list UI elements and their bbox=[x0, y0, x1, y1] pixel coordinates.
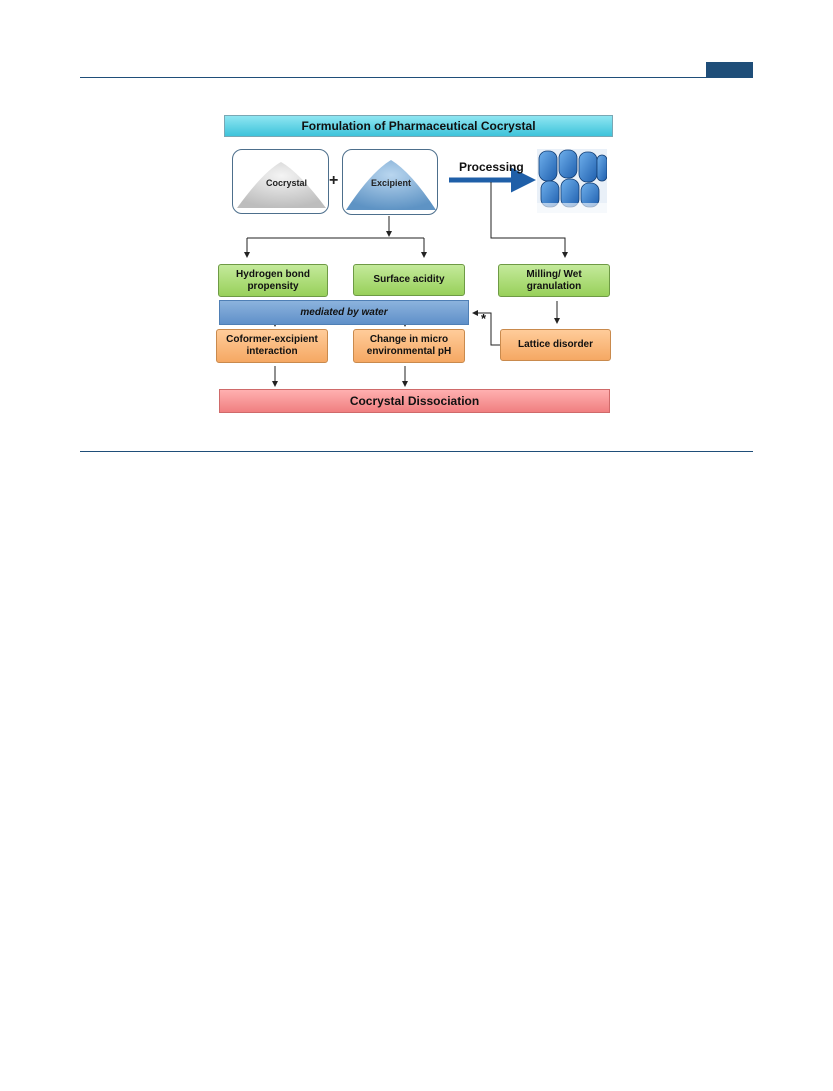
excipient-powder-panel: Excipient bbox=[342, 149, 438, 215]
excipient-label: Excipient bbox=[371, 178, 412, 188]
tablets-image bbox=[537, 149, 607, 213]
asterisk-mark: * bbox=[481, 311, 487, 326]
cocrystal-powder-panel: Cocrystal bbox=[232, 149, 329, 214]
cocrystal-label: Cocrystal bbox=[266, 178, 308, 188]
top-rule bbox=[80, 77, 753, 78]
processing-label: Processing bbox=[459, 160, 524, 174]
bottom-rule bbox=[80, 451, 753, 452]
surface-acidity-box: Surface acidity bbox=[353, 264, 465, 296]
change-ph-box: Change in micro environmental pH bbox=[353, 329, 465, 363]
hydrogen-bond-box: Hydrogen bond propensity bbox=[218, 264, 328, 297]
cocrystal-dissociation-bar: Cocrystal Dissociation bbox=[219, 389, 610, 413]
mediated-by-water-band: mediated by water bbox=[219, 300, 469, 325]
header-tab bbox=[706, 62, 753, 77]
excipient-powder-icon bbox=[346, 160, 436, 210]
diagram-title: Formulation of Pharmaceutical Cocrystal bbox=[224, 115, 613, 137]
lattice-to-water-line bbox=[472, 310, 500, 346]
processing-to-milling-line bbox=[490, 182, 568, 258]
plus-sign: + bbox=[329, 172, 339, 189]
lattice-disorder-box: Lattice disorder bbox=[500, 329, 611, 361]
milling-box: Milling/ Wet granulation bbox=[498, 264, 610, 297]
cocrystal-powder-icon bbox=[237, 162, 326, 208]
coformer-excipient-box: Coformer-excipient interaction bbox=[216, 329, 328, 363]
